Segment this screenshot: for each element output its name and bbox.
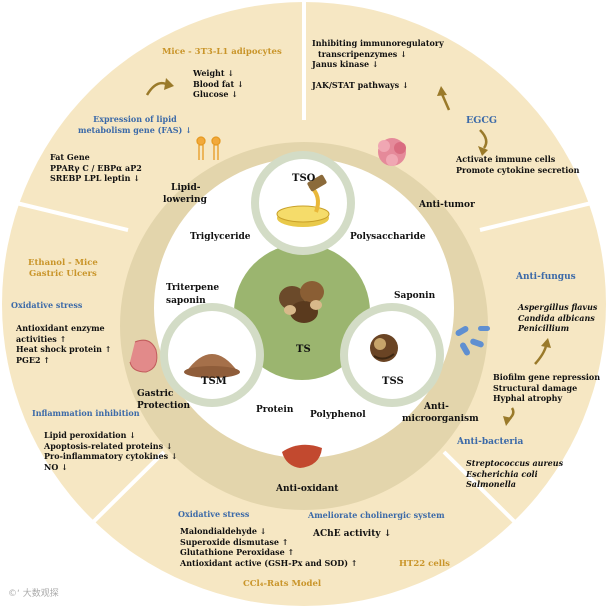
triglyceride-label: Triglyceride: [190, 232, 251, 242]
tumor-lines: Inhibiting immunoregulatory transcripenz…: [312, 38, 444, 90]
lipid-panel-title: Mice - 3T3-L1 adipocytes: [162, 47, 282, 57]
fungus-title: Anti-fungus: [516, 272, 576, 282]
gastric-protection-label: Gastric Protection: [137, 389, 190, 411]
gastric-inf-items: Lipid peroxidation ↓ Apoptosis-related p…: [44, 430, 178, 472]
sector-dividers: [3, 0, 605, 547]
ache-activity: AChE activity ↓: [313, 529, 392, 539]
lipid-membrane-icon: [196, 136, 221, 160]
bacteria-icon: [455, 326, 490, 356]
bacteria-species: Streptococcus aureus Escherichia coli Sa…: [466, 458, 564, 489]
lipid-expression: Expression of lipid metabolism gene (FAS…: [78, 114, 192, 135]
saponin-label: Saponin: [394, 291, 436, 301]
protein-label: Protein: [256, 405, 294, 415]
immune-lines: Activate immune cells Promote cytokine s…: [456, 154, 580, 175]
saponin2-label: saponin: [166, 296, 206, 306]
ccl4-model: CCl₄-Rats Model: [243, 579, 322, 589]
tss-label: TSS: [382, 376, 404, 387]
egcg-label: EGCG: [466, 115, 498, 126]
antioxidant-label: Anti-oxidant: [276, 484, 339, 494]
gastric-ox-title: Oxidative stress: [11, 300, 83, 310]
ache-title: Ameliorate cholinergic system: [308, 510, 445, 520]
polyphenol-label: Polyphenol: [310, 410, 366, 420]
antitumor-label: Anti-tumor: [419, 200, 475, 210]
triterpene-label: Triterpene: [166, 283, 220, 293]
egcg-arrows: [437, 86, 488, 156]
oxidant-items: Malondialdehyde ↓ Superoxide dismutase ↑…: [180, 526, 358, 568]
polysaccharide-label: Polysaccharide: [350, 232, 426, 242]
lipid-genes: Fat Gene PPARγ C / EBPα aP2 SREBP LPL le…: [50, 152, 142, 183]
bacteria-title: Anti-bacteria: [457, 437, 524, 447]
gastric-title: Ethanol - Mice Gastric Ulcers: [28, 258, 98, 279]
tumor-cells-icon: [378, 138, 406, 166]
seed-icon: [370, 334, 398, 362]
liver-icon: [282, 444, 322, 468]
lipid-effects: Weight ↓ Blood fat ↓ Glucose ↓: [193, 68, 244, 99]
tsm-label: TSM: [201, 376, 227, 387]
fungus-arrows: [503, 338, 551, 426]
fungus-effects: Biofilm gene repression Structural damag…: [493, 372, 601, 403]
fungus-species: Aspergillus flavus Candida albicans Peni…: [518, 302, 598, 333]
oxidant-ox-title: Oxidative stress: [178, 509, 250, 519]
ts-label: TS: [296, 344, 311, 355]
camellia-seeds-icon: [279, 281, 324, 323]
oil-icon: [276, 174, 330, 227]
lipid-arrow: [145, 78, 174, 96]
gastric-ox-items: Antioxidant enzyme activities ↑ Heat sho…: [16, 323, 112, 365]
watermark: ©‘ 大数观探: [8, 589, 59, 599]
stomach-icon: [129, 339, 158, 373]
powder-icon: [184, 354, 240, 378]
gastric-inf-title: Inflammation inhibition: [32, 408, 140, 418]
ht22-cells: HT22 cells: [399, 559, 450, 569]
lipid-lowering-label: Lipid- lowering: [163, 183, 207, 205]
antimicroorganism-label: Anti- microorganism: [402, 402, 479, 424]
tso-label: TSO: [292, 173, 316, 184]
